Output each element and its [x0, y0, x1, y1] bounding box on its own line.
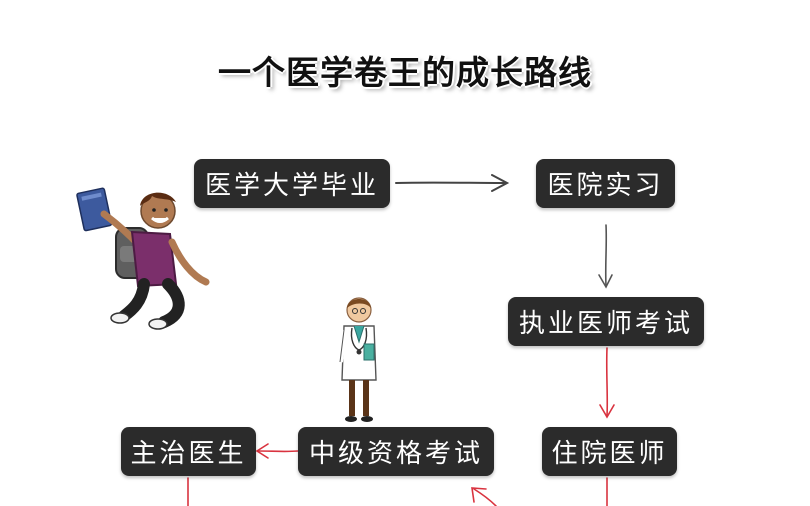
jumping-student-icon: [76, 187, 210, 330]
page-title: 一个医学卷王的成长路线: [218, 53, 592, 92]
arrow-licensing-to-resident: [599, 347, 615, 419]
arrow-internship-to-licensing: [598, 224, 613, 289]
node-resident-label: 住院医师: [551, 439, 668, 469]
node-attending: 主治医生: [121, 427, 256, 476]
node-internship-label: 医院实习: [547, 171, 664, 201]
node-internship: 医院实习: [536, 159, 675, 208]
arrow-intermediate-to-attending: [255, 443, 299, 459]
node-graduate-label: 医学大学毕业: [204, 171, 379, 201]
node-licensing-exam-label: 执业医师考试: [518, 309, 693, 339]
arrow-graduate-to-internship: [395, 174, 510, 192]
node-attending-label: 主治医生: [130, 439, 247, 469]
node-licensing-exam: 执业医师考试: [508, 297, 704, 346]
node-intermediate-exam: 中级资格考试: [298, 427, 494, 476]
node-graduate: 医学大学毕业: [194, 159, 390, 208]
arrow-to-intermediate: [471, 487, 497, 506]
node-intermediate-exam-label: 中级资格考试: [308, 439, 483, 469]
doctor-icon: [337, 297, 377, 422]
node-resident: 住院医师: [542, 427, 677, 476]
